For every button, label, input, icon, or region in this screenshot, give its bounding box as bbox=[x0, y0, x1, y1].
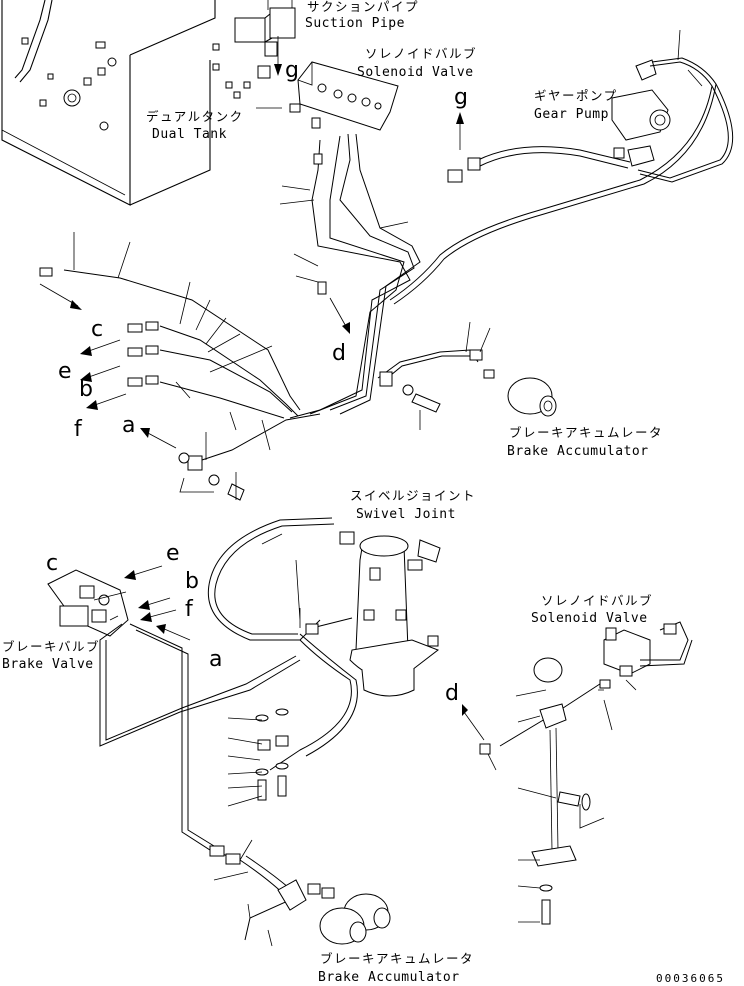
swivel-joint-label-jp: スイベルジョイント bbox=[350, 488, 476, 503]
letter-c-bottom: c bbox=[46, 551, 58, 576]
suction-pipe bbox=[234, 0, 296, 79]
letter-a-top: a bbox=[122, 413, 135, 438]
suction-pipe-label-en: Suction Pipe bbox=[305, 16, 405, 31]
brake-valve bbox=[47, 569, 129, 637]
letter-c-top: c bbox=[91, 317, 103, 342]
brake-accumulator-bottom-label-jp: ブレーキアキュムレータ bbox=[320, 951, 474, 966]
solenoid-valve-top-label-en: Solenoid Valve bbox=[357, 65, 474, 80]
dual-tank-label-jp: デュアルタンク bbox=[146, 109, 244, 124]
brake-valve-label-en: Brake Valve bbox=[2, 657, 94, 672]
gear-pump-label-jp: ギヤーポンプ bbox=[534, 88, 618, 103]
brake-accumulator-top-label-en: Brake Accumulator bbox=[507, 444, 649, 459]
solenoid-valve-top-label-jp: ソレノイドバルブ bbox=[365, 46, 477, 61]
mid-fittings bbox=[255, 708, 289, 801]
dual-tank bbox=[1, 0, 251, 206]
brake-valve-label-jp: ブレーキバルブ bbox=[2, 639, 100, 654]
solenoid-valve-bottom bbox=[479, 621, 693, 925]
letter-a-bottom: a bbox=[209, 647, 222, 672]
drawing-code: 00036065 bbox=[656, 972, 725, 985]
leader-lines bbox=[73, 29, 703, 947]
letter-b-top: b bbox=[79, 377, 93, 402]
arrows bbox=[39, 36, 485, 741]
pipe-bundle-top bbox=[63, 133, 421, 465]
letter-e-top: e bbox=[58, 359, 72, 384]
fittings-left bbox=[39, 153, 327, 501]
solenoid-valve-bottom-label-en: Solenoid Valve bbox=[531, 611, 648, 626]
brake-accumulator-top bbox=[377, 349, 557, 417]
letter-g-pump: g bbox=[454, 85, 468, 110]
brake-accumulator-bottom bbox=[209, 845, 391, 945]
gear-pump bbox=[611, 59, 671, 167]
solenoid-valve-top bbox=[289, 61, 399, 131]
brake-accumulator-bottom-label-en: Brake Accumulator bbox=[318, 970, 460, 985]
letter-f-bottom: f bbox=[185, 597, 194, 622]
gear-pump-label-en: Gear Pump bbox=[534, 107, 609, 122]
swivel-joint bbox=[349, 535, 441, 697]
letter-e-bottom: e bbox=[166, 541, 180, 566]
letter-d-top: d bbox=[332, 341, 346, 366]
letter-d-bottom: d bbox=[445, 681, 459, 706]
brake-accumulator-top-label-jp: ブレーキアキュムレータ bbox=[509, 425, 663, 440]
solenoid-valve-bottom-label-jp: ソレノイドバルブ bbox=[541, 593, 653, 608]
suction-pipe-label-jp: サクションパイプ bbox=[307, 0, 419, 14]
letter-g-top: g bbox=[285, 58, 299, 83]
dual-tank-label-en: Dual Tank bbox=[152, 127, 227, 142]
letter-b-bottom: b bbox=[185, 569, 199, 594]
letter-f-top: f bbox=[74, 417, 83, 442]
swivel-joint-label-en: Swivel Joint bbox=[356, 507, 456, 522]
